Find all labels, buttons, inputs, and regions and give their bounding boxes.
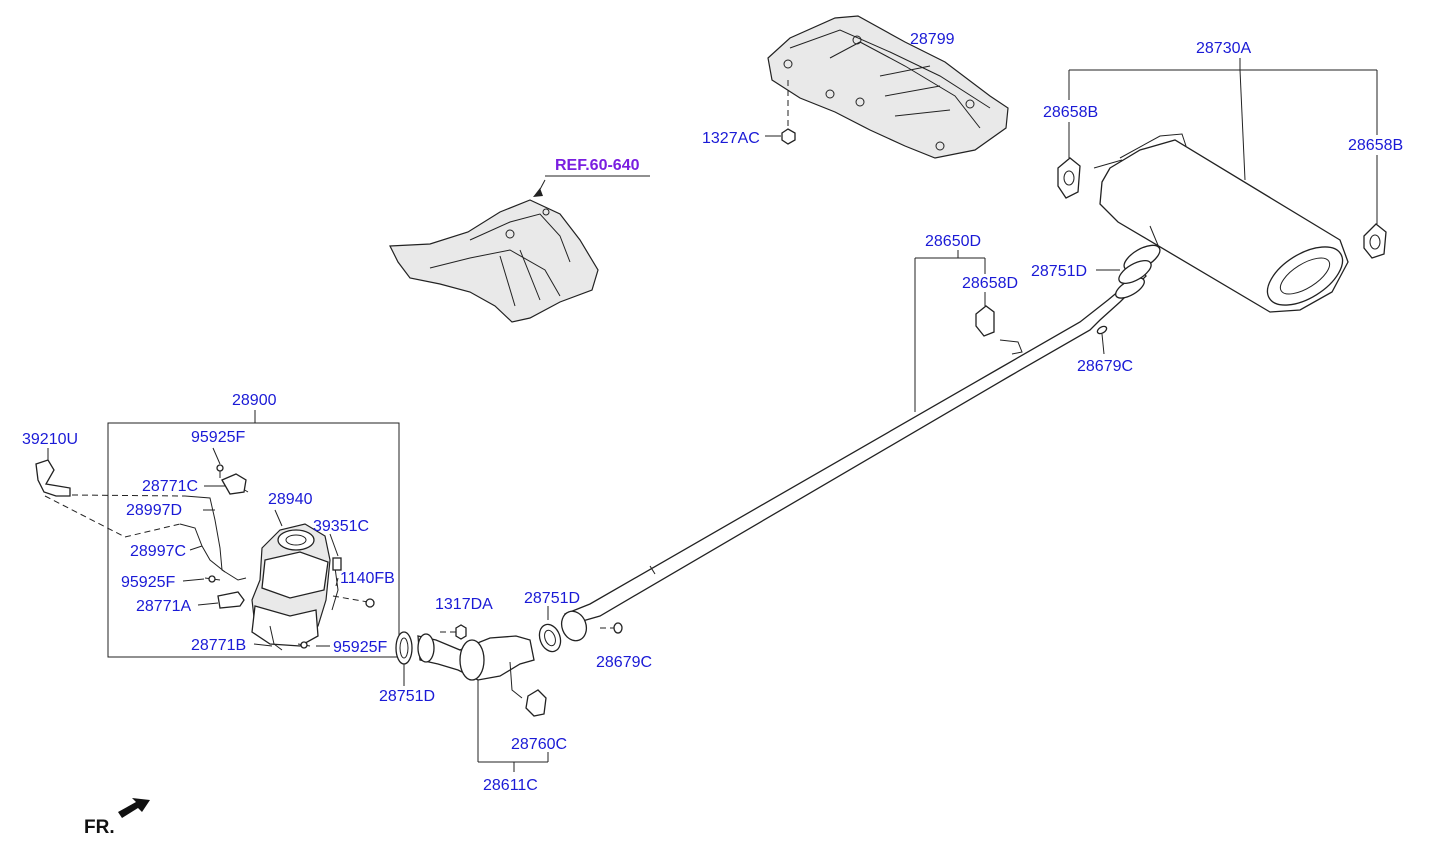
label-28799: 28799: [910, 31, 955, 48]
floor-panel-ref: [389, 175, 650, 323]
label-28771A: 28771A: [136, 598, 191, 615]
label-28771B: 28771B: [191, 637, 246, 654]
front-direction-indicator: FR.: [84, 798, 150, 838]
leader-28650D: [914, 250, 1120, 412]
leader-28611C: [403, 606, 549, 772]
label-28611C: 28611C: [483, 777, 538, 794]
label-28997C: 28997C: [130, 543, 186, 560]
label-28679C-bot: 28679C: [596, 654, 652, 671]
label-28751D-bot: 28751D: [379, 688, 435, 705]
label-39210U: 39210U: [22, 431, 78, 448]
label-leaders: [182, 447, 339, 647]
o2-sensor-39210U: [35, 448, 186, 538]
converter-assembly-28900: [107, 410, 400, 658]
label-28658D: 28658D: [962, 275, 1018, 292]
label-28679C-top: 28679C: [1077, 358, 1133, 375]
label-28900: 28900: [232, 392, 277, 409]
label-28940: 28940: [268, 491, 313, 508]
label-28650D: 28650D: [925, 233, 981, 250]
leader-28730A: [1068, 58, 1378, 224]
label-95925F-top: 95925F: [191, 429, 245, 446]
arrow-icon: [118, 798, 150, 818]
rubber-hanger-28658B-right: [1363, 223, 1387, 259]
label-28658B-left: 28658B: [1043, 104, 1098, 121]
label-28658B-right: 28658B: [1348, 137, 1403, 154]
label-1327AC: 1327AC: [702, 130, 760, 147]
part-labels: 28799 1327AC 28730A 28658B 28658B REF.60…: [22, 31, 1403, 794]
front-pipe-28611C: [395, 610, 623, 717]
label-28751D-mid: 28751D: [524, 590, 580, 607]
label-28751D-top: 28751D: [1031, 263, 1087, 280]
label-95925F-mid: 95925F: [121, 574, 175, 591]
label-95925F-bot: 95925F: [333, 639, 387, 656]
label-28760C: 28760C: [511, 736, 567, 753]
label-39351C: 39351C: [313, 518, 369, 535]
label-ref-60-640[interactable]: REF.60-640: [555, 157, 640, 174]
center-pipe-28650D: [563, 244, 1161, 625]
label-fr: FR.: [84, 817, 115, 838]
rubber-hanger-28658B-left: [1057, 157, 1081, 199]
label-1140FB: 1140FB: [340, 570, 395, 587]
heat-protector-28799: [767, 15, 1009, 159]
label-1317DA: 1317DA: [435, 596, 493, 613]
label-28730A: 28730A: [1196, 40, 1251, 57]
label-28771C: 28771C: [142, 478, 198, 495]
rear-muffler-28730A: [1093, 133, 1349, 313]
label-28997D: 28997D: [126, 502, 182, 519]
nut-1327AC: [765, 80, 796, 145]
